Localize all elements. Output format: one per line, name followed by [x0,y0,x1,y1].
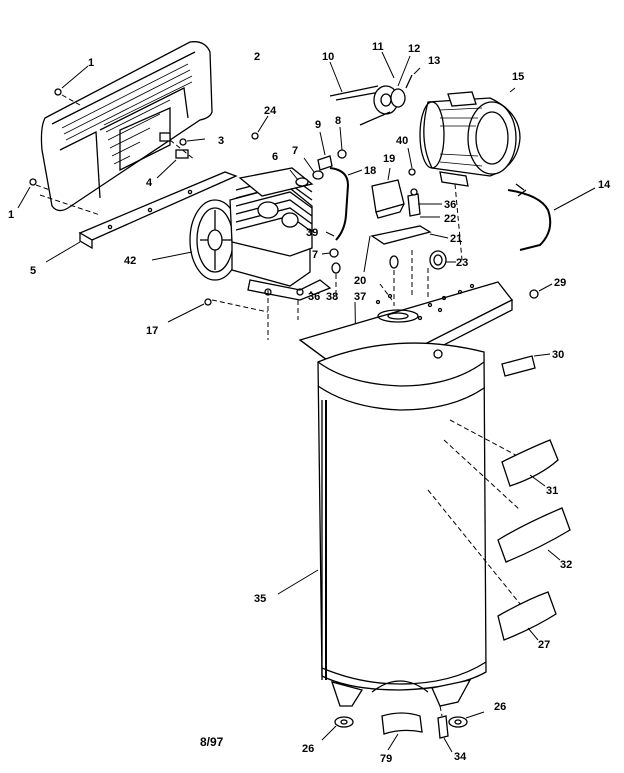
callout-4: 4 [146,177,153,189]
callout-11: 11 [372,41,384,53]
callout-17: 17 [146,325,158,337]
callout-7-lower: 7 [312,249,318,261]
nut-29 [529,283,553,299]
callout-26-right: 26 [494,701,506,713]
callout-7-upper: 7 [292,145,298,157]
callout-42: 42 [124,255,136,267]
screw-17 [167,298,269,323]
callout-1-lower: 1 [8,209,14,221]
callout-34: 34 [454,751,467,763]
callout-22: 22 [444,213,456,225]
callout-31: 31 [546,485,558,497]
callout-36-lower: 36 [308,291,320,303]
callout-5: 5 [30,265,36,277]
screw-24 [251,115,269,140]
callout-labels: 1 1 2 3 4 5 6 7 7 8 9 10 11 12 13 14 15 … [8,41,611,765]
callout-3: 3 [218,135,224,147]
callout-6: 6 [272,151,278,163]
callout-36-upper: 36 [444,199,456,211]
callout-32: 32 [560,559,572,571]
callout-29: 29 [554,277,566,289]
guard-bracket-hardware [156,132,206,179]
callout-35: 35 [254,593,266,605]
guard-bracket-rail [45,171,238,263]
fittings-8-9 [317,126,347,171]
callout-18: 18 [364,165,376,177]
belt-guard [39,41,213,216]
callout-8: 8 [335,115,341,127]
callout-26-left: 26 [302,743,314,755]
callout-14: 14 [598,179,611,191]
callout-37: 37 [354,291,366,303]
foot-pad-right [448,711,485,728]
screw-1-upper [54,65,89,106]
callout-19: 19 [383,153,395,165]
callout-30: 30 [552,349,564,361]
screw-1-lower [17,178,51,209]
callout-9: 9 [315,119,321,131]
electric-motor [419,87,596,261]
decal-30 [501,353,551,377]
callout-1-upper: 1 [88,57,94,69]
belt-and-pulley [329,51,421,126]
compressor-pump [151,157,332,301]
decal-31 [501,439,559,487]
callout-40: 40 [396,135,408,147]
callout-13: 13 [428,55,440,67]
tank-decal-79 [381,712,423,751]
callout-12: 12 [408,43,420,55]
air-tank [277,342,526,707]
decal-27 [497,591,557,641]
callout-39: 39 [306,227,318,239]
callout-20: 20 [354,275,366,287]
callout-79: 79 [380,753,392,765]
callout-27: 27 [538,639,550,651]
foot-pad-left [321,716,354,741]
decal-32 [497,507,571,563]
callout-21: 21 [450,233,462,245]
callout-24: 24 [264,105,277,117]
drain-valve [437,705,453,753]
callout-10: 10 [322,51,334,63]
pressure-switch-assembly [354,147,456,361]
callout-2: 2 [254,51,260,63]
discharge-tube [321,167,363,300]
callout-15: 15 [512,71,524,83]
callout-23: 23 [456,257,468,269]
revision-date-code: 8/97 [200,735,224,749]
callout-38: 38 [326,291,338,303]
